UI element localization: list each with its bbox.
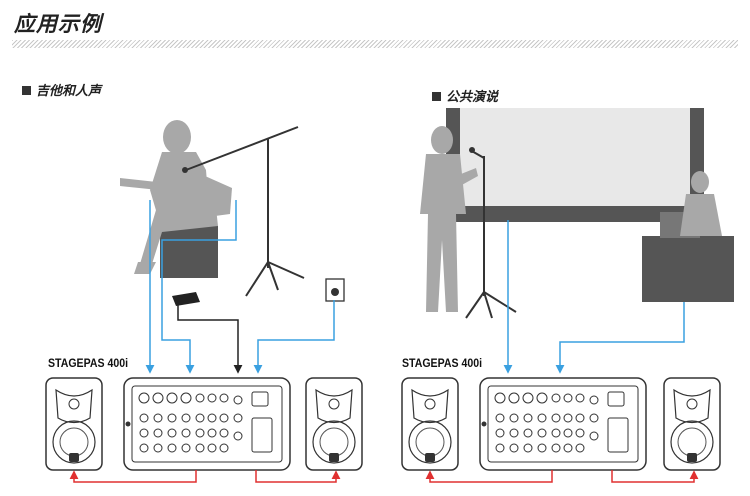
mic-icon	[469, 147, 475, 153]
title-rule	[12, 40, 738, 48]
section-title-label: 吉他和人声	[36, 84, 102, 99]
seat-box	[160, 226, 218, 278]
model-label-right: STAGEPAS 400i	[402, 356, 483, 370]
mic-stand-left	[185, 126, 305, 297]
speaker-left-b	[305, 377, 363, 471]
square-bullet-icon	[22, 86, 31, 95]
mixer-left	[123, 377, 291, 471]
square-bullet-icon	[432, 92, 441, 101]
speaker-links-right	[425, 470, 699, 483]
footswitch-icon	[172, 292, 200, 306]
speaker-right-a	[401, 377, 459, 471]
section-title-public-speech: 公共演说	[432, 86, 498, 105]
section-title-label: 公共演说	[446, 90, 499, 105]
model-label-left: STAGEPAS 400i	[48, 356, 129, 370]
podium	[642, 236, 734, 302]
signal-lines-right	[503, 220, 685, 374]
podium-speaker-silhouette	[680, 171, 722, 236]
speaker-left-a	[45, 377, 103, 471]
signal-lines-left	[145, 200, 335, 374]
section-title-guitar-vocal: 吉他和人声	[22, 80, 101, 99]
mic-icon	[182, 167, 188, 173]
page-title: 应用示例	[14, 12, 102, 36]
speaker-links-left	[69, 470, 341, 483]
mixer-right	[479, 377, 647, 471]
guitarist-silhouette	[120, 120, 232, 274]
presenter-silhouette	[420, 126, 478, 312]
speaker-right-b	[663, 377, 721, 471]
projection-screen	[460, 108, 690, 206]
footswitch-line	[177, 305, 243, 374]
